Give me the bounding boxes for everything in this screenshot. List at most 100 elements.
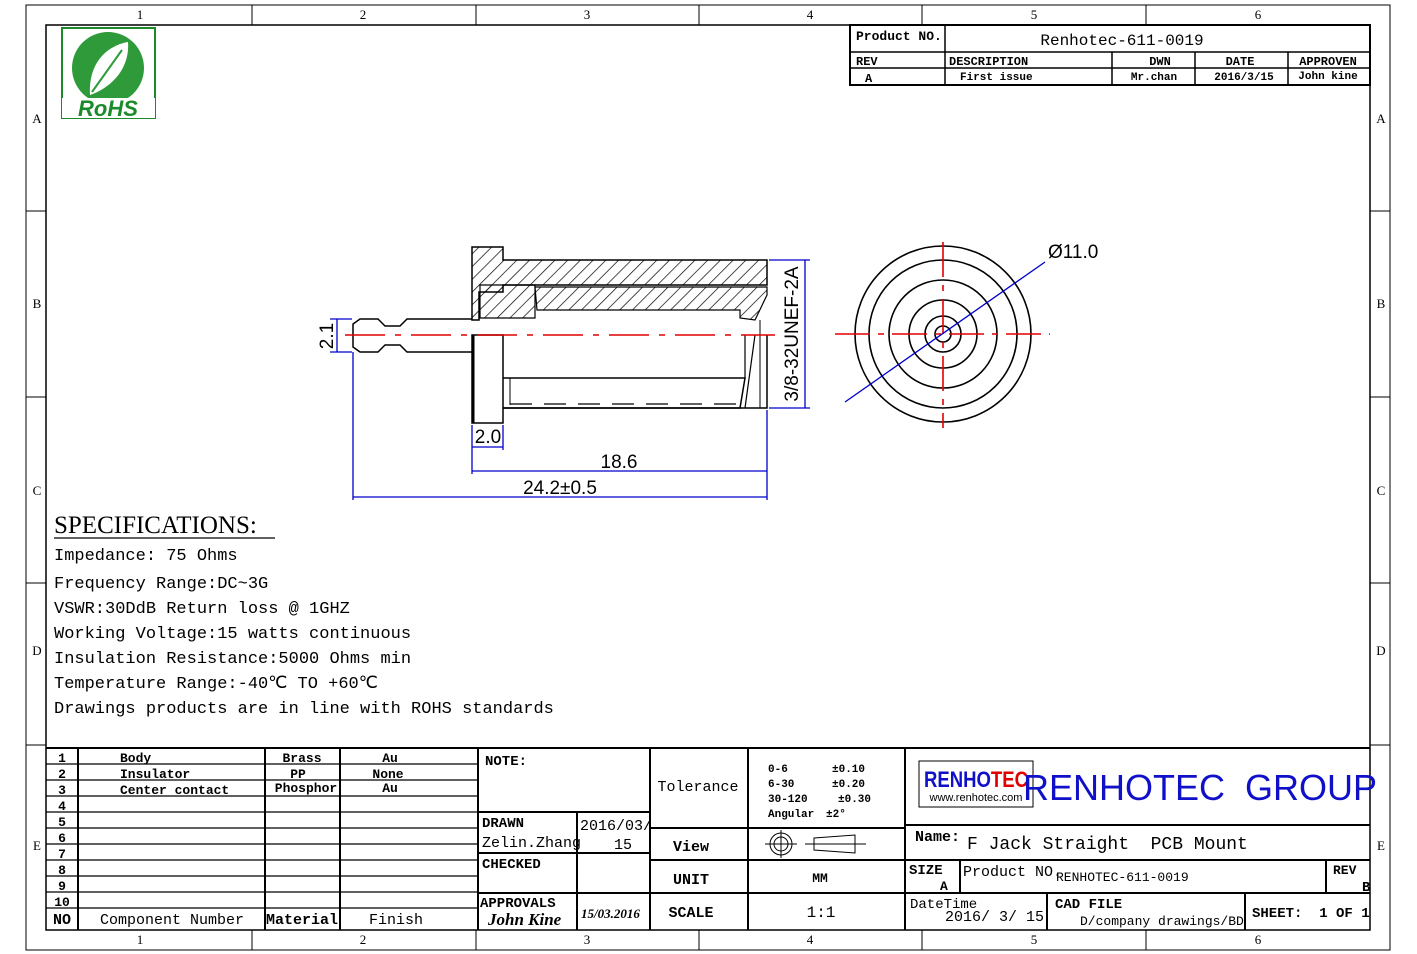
spec-line: Drawings products are in line with ROHS …: [54, 700, 554, 719]
dwn-value: Mr.chan: [1131, 72, 1177, 84]
zone-row-d: D: [32, 643, 41, 658]
front-view-drawing: Ø11.0: [835, 242, 1098, 428]
specifications: SPECIFICATIONS: Impedance: 75 Ohms Frequ…: [54, 512, 554, 719]
spec-line: Insulation Resistance:5000 Ohms min: [54, 650, 411, 669]
drawn-date-day: 15: [614, 837, 632, 854]
text-label: 0-6: [768, 764, 788, 776]
zone-col-5: 5: [1031, 932, 1038, 947]
description-header: DESCRIPTION: [949, 55, 1028, 69]
text-label: None: [372, 767, 403, 782]
zone-col-6: 6: [1255, 7, 1262, 22]
text-label: 8: [58, 863, 66, 878]
text-label: 7: [58, 847, 66, 862]
zone-row-c: C: [1377, 483, 1386, 498]
rev-value: A: [865, 72, 873, 86]
product-no-value: Renhotec-611-0019: [1040, 32, 1203, 50]
zone-col-3: 3: [584, 932, 591, 947]
product-no-value: RENHOTEC-611-0019: [1056, 870, 1189, 885]
table-row: 8: [58, 863, 66, 878]
approvals-signature: John Kine: [487, 910, 562, 929]
datetime-value: 2016/ 3/ 15: [945, 909, 1044, 926]
spec-line: VSWR:30DdB Return loss @ 1GHZ: [54, 600, 350, 619]
scale-value: 1:1: [807, 904, 836, 922]
size-value: A: [940, 879, 948, 894]
zone-row-e: E: [33, 838, 41, 853]
notes-block: NOTE: DRAWN Zelin.Zhang 2016/03/ 15 CHEC…: [480, 754, 652, 929]
outer-diameter-dimension: Ø11.0: [1048, 242, 1098, 263]
table-row: 6: [58, 831, 66, 846]
text-label: ±0.30: [838, 794, 871, 806]
zone-col-5: 5: [1031, 7, 1038, 22]
company-name: RENHOTEC GROUP: [1023, 767, 1377, 808]
zone-row-a: A: [1376, 111, 1386, 126]
size-label: SIZE: [909, 863, 943, 879]
name-label: Name:: [915, 829, 960, 846]
drawn-by: Zelin.Zhang: [482, 835, 581, 852]
scale-label: SCALE: [668, 905, 713, 922]
text-label: 2: [58, 767, 66, 782]
side-view-drawing: 2.1 2.0 18.6 24.2±0.5 3/8-32UNEF-2A: [317, 246, 810, 500]
drawn-date: 2016/03/: [580, 818, 652, 835]
flange-dimension: 2.0: [475, 427, 501, 448]
datetime-label: DateTime: [910, 897, 977, 913]
date-header: DATE: [1226, 55, 1255, 69]
zone-col-2: 2: [360, 932, 367, 947]
text-label: ±2°: [826, 809, 846, 821]
tolerance-label: Tolerance: [657, 779, 738, 796]
unit-label: UNIT: [673, 872, 709, 889]
product-name: F Jack Straight PCB Mount: [967, 835, 1248, 855]
approven-header: APPROVEN: [1299, 55, 1357, 69]
renhotec-logo: RENHOTEC www.renhotec.com: [918, 760, 1034, 808]
zone-col-4: 4: [807, 932, 814, 947]
table-row: 4: [58, 799, 66, 814]
text-label: Center contact: [120, 783, 229, 798]
sheet-frame: 1 2 3 4 5 6 1 2 3 4 5 6 A B C D E A B C …: [25, 4, 1391, 951]
revision-block: Product NO. Renhotec-611-0019 REV DESCRI…: [849, 24, 1371, 86]
spec-line: Temperature Range:-40℃ TO +60℃: [54, 675, 378, 694]
zone-row-c: C: [33, 483, 42, 498]
text-label: 6: [58, 831, 66, 846]
table-row: 5: [58, 815, 66, 830]
specifications-title: SPECIFICATIONS:: [54, 512, 257, 539]
approvals-label: APPROVALS: [480, 896, 556, 912]
body-length-dimension: 18.6: [601, 452, 638, 473]
zone-col-1: 1: [137, 7, 144, 22]
text-label: Au: [382, 781, 398, 796]
cad-file-label: CAD FILE: [1055, 897, 1122, 913]
approvals-date: 15/03.2016: [581, 906, 640, 921]
company-block: RENHOTEC www.renhotec.com RENHOTEC GROUP…: [909, 760, 1377, 929]
thread-dimension: 3/8-32UNEF-2A: [782, 266, 803, 401]
text-label: 5: [58, 815, 66, 830]
view-label: View: [673, 839, 709, 856]
text-label: Finish: [369, 912, 423, 929]
text-label: 3: [58, 783, 66, 798]
drawn-label: DRAWN: [482, 816, 524, 832]
zone-col-1: 1: [137, 932, 144, 947]
zone-col-6: 6: [1255, 932, 1262, 947]
rev-label: REV: [1333, 863, 1357, 878]
note-label: NOTE:: [485, 754, 527, 770]
spec-line: Working Voltage:15 watts continuous: [54, 625, 411, 644]
pin-diameter-dimension: 2.1: [317, 323, 338, 349]
table-row: 7: [58, 847, 66, 862]
zone-row-b: B: [1377, 296, 1386, 311]
text-label: Brass: [282, 751, 321, 766]
text-label: 1: [58, 751, 66, 766]
zone-row-b: B: [33, 296, 42, 311]
text-label: 6-30: [768, 779, 794, 791]
zone-row-d: D: [1376, 643, 1385, 658]
rohs-logo-text: RoHS: [78, 96, 138, 121]
text-label: www.renhotec.com: [929, 792, 1023, 804]
date-value: 2016/3/15: [1214, 72, 1274, 84]
text-label: 30-120: [768, 794, 808, 806]
text-label: Body: [120, 751, 151, 766]
table-row: 9: [58, 879, 66, 894]
text-label: Component Number: [100, 912, 244, 929]
svg-text:RENHOTEC: RENHOTEC: [924, 767, 1028, 792]
text-label: PP: [290, 767, 306, 782]
zone-row-e: E: [1377, 838, 1385, 853]
